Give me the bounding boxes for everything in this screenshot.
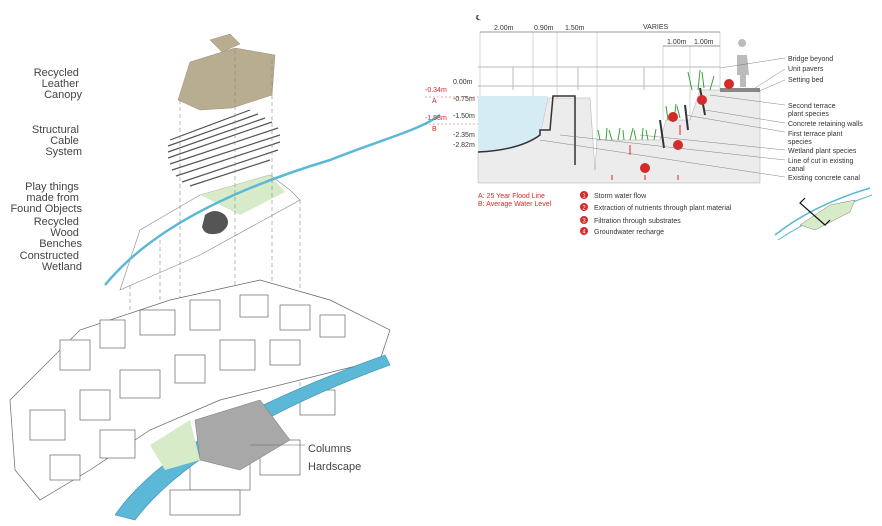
- concrete-canal: [477, 95, 576, 165]
- elev-0-75: -0.75m: [453, 96, 475, 103]
- legend-filtration: Filtration through substrates: [594, 218, 681, 225]
- elev-0-00: 0.00m: [453, 79, 473, 86]
- flood-mark-b-letter: B: [432, 126, 437, 133]
- dim-2-00: 2.00m: [494, 25, 514, 32]
- label-cable-system: Structural Cable System: [32, 124, 82, 158]
- dim-0-90: 0.90m: [534, 25, 554, 32]
- callout-wetland-plants: Wetland plant species: [788, 148, 857, 155]
- city-blocks: [9, 279, 391, 516]
- flood-mark-a-letter: A: [432, 98, 437, 105]
- unit-pavers: [720, 88, 760, 92]
- elev-1-50: -1.50m: [453, 113, 475, 120]
- flood-mark-a-value: -0.34m: [425, 87, 447, 94]
- legend-groundwater: Groundwater recharge: [594, 229, 664, 236]
- label-columns: Columns: [308, 443, 352, 455]
- leather-canopy-layer: [177, 33, 276, 111]
- dim-1-50: 1.50m: [565, 25, 585, 32]
- callout-setting-bed: Setting bed: [788, 77, 824, 84]
- svg-text:4: 4: [582, 230, 586, 236]
- wetland-layer: [104, 113, 441, 291]
- bridge-beyond: [478, 66, 720, 90]
- label-hardscape: Hardscape: [308, 461, 361, 473]
- label-play-things: Play things made from Found Objects: [10, 181, 82, 215]
- person-silhouette: [737, 39, 749, 87]
- process-markers: [611, 79, 734, 180]
- plants: [597, 69, 715, 141]
- dim-1-00-b: 1.00m: [694, 39, 714, 46]
- legend-nutrient-extraction: Extraction of nutrients through plant ma…: [594, 205, 732, 212]
- process-legend: 1 Storm water flow 2 Extraction of nutri…: [580, 191, 732, 236]
- flood-mark-b-value: -1.58m: [425, 115, 447, 122]
- legend-water-level: B: Average Water Level: [478, 201, 552, 208]
- axonometric-view: Recycled Leather Canopy Structural Cable…: [9, 33, 441, 521]
- hardscape-area: [194, 399, 291, 471]
- callout-retaining-walls: Concrete retaining walls: [788, 121, 863, 128]
- cable-system-layer: [167, 109, 281, 187]
- callout-unit-pavers: Unit pavers: [788, 66, 824, 73]
- label-constructed-wetland: Constructed Wetland: [20, 250, 82, 273]
- svg-text:2: 2: [582, 206, 586, 212]
- elev-2-35: -2.35m: [453, 132, 475, 139]
- water: [478, 96, 548, 152]
- label-wood-benches: Recycled Wood Benches: [34, 216, 83, 250]
- centerline-symbol: ℄: [475, 15, 481, 22]
- wetland-ground: [150, 420, 200, 470]
- callout-bridge-beyond: Bridge beyond: [788, 56, 833, 63]
- dim-varies: VARIES: [643, 24, 668, 31]
- section-view: ℄ 2.00m 0.90m 1.50m VARIES 1.00m 1.00m: [425, 15, 873, 241]
- dim-1-00-a: 1.00m: [667, 39, 687, 46]
- elev-2-82: -2.82m: [453, 142, 475, 149]
- key-map: [774, 187, 873, 241]
- callout-existing-canal: Existing concrete canal: [788, 175, 860, 182]
- svg-text:3: 3: [582, 219, 586, 225]
- legend-flood-line: A: 25 Year Flood Line: [478, 193, 545, 200]
- legend-storm-water: Storm water flow: [594, 193, 647, 200]
- label-leather-canopy: Recycled Leather Canopy: [34, 67, 83, 101]
- svg-text:1: 1: [582, 194, 586, 200]
